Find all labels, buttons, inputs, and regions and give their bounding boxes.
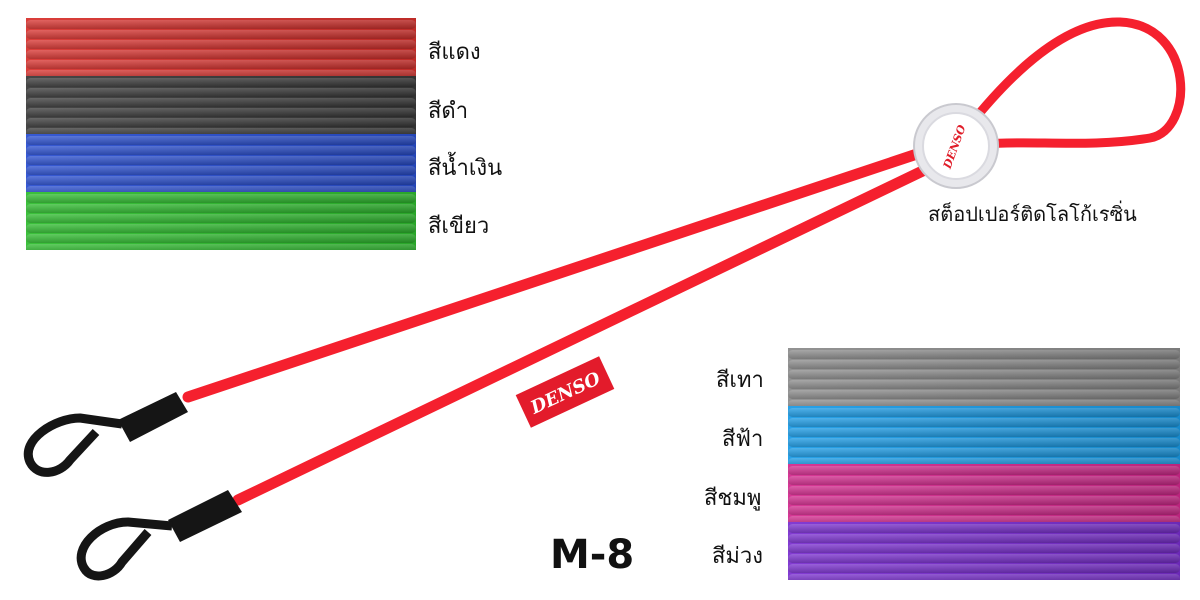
cord-coil-stripe [788, 496, 1180, 505]
cord-coil-stripe [26, 136, 416, 145]
swatch-purple [788, 522, 1180, 580]
cord-coil-stripe [788, 544, 1180, 553]
cord-coil-stripe [26, 214, 416, 223]
cord-strand-lower [232, 146, 968, 506]
cord-coil-stripe [788, 476, 1180, 485]
cord-coil-stripe [788, 486, 1180, 495]
cord-coil-stripe [26, 166, 416, 175]
cord-coil-stripe [26, 60, 416, 69]
color-label-red: สีแดง [428, 40, 481, 65]
cord-coil-stripe [26, 244, 416, 250]
cord-coil-stripe [788, 466, 1180, 475]
cord-coil-stripe [788, 400, 1180, 406]
swatch-red [26, 18, 416, 76]
cord-coil-stripe [26, 176, 416, 185]
cord-coil-stripe [788, 506, 1180, 515]
cord-loop [953, 17, 1186, 149]
hook-clip-icon [76, 490, 242, 581]
cord-coil-stripe [788, 390, 1180, 399]
cord-coil-stripe [788, 418, 1180, 427]
color-label-gray: สีเทา [716, 368, 764, 393]
model-code: M-8 [550, 532, 635, 578]
cord-coil-stripe [788, 360, 1180, 369]
cord-coil-stripe [26, 88, 416, 97]
cord-coil-stripe [788, 524, 1180, 533]
color-label-purple: สีม่วง [712, 544, 764, 569]
cord-coil-stripe [788, 516, 1180, 522]
swatch-gray [788, 348, 1180, 406]
color-label-sky-blue: สีฟ้า [722, 427, 764, 452]
cord-coil-stripe [26, 98, 416, 107]
cord-coil-stripe [26, 156, 416, 165]
swatch-pink [788, 464, 1180, 522]
cord-strand-upper [182, 137, 956, 403]
cord-coil-stripe [788, 380, 1180, 389]
cord-coil-stripe [788, 428, 1180, 437]
denso-tag: DENSO [515, 356, 615, 428]
cord-coil-stripe [788, 448, 1180, 457]
cord-coil-stripe [26, 50, 416, 59]
stopper-caption: สต็อปเปอร์ติดโลโก้เรซิ่น [928, 202, 1137, 226]
swatch-sky-blue [788, 406, 1180, 464]
swatch-blue [26, 134, 416, 192]
cord-coil-stripe [26, 40, 416, 49]
color-label-blue: สีน้ำเงิน [428, 156, 503, 181]
swatch-black [26, 76, 416, 134]
cord-coil-stripe [26, 118, 416, 127]
cord-coil-stripe [788, 408, 1180, 417]
cord-coil-stripe [788, 370, 1180, 379]
cord-coil-stripe [26, 186, 416, 192]
stopper-icon: DENSO [913, 103, 999, 189]
cord-coil-stripe [788, 458, 1180, 464]
color-label-pink: สีชมพู [704, 486, 762, 511]
cord-coil-stripe [26, 70, 416, 76]
color-label-green: สีเขียว [428, 214, 490, 239]
cord-coil-stripe [26, 30, 416, 39]
cord-coil-stripe [26, 78, 416, 87]
cord-coil-stripe [788, 438, 1180, 447]
cord-coil-stripe [26, 194, 416, 203]
cord-coil-stripe [26, 108, 416, 117]
cord-coil-stripe [26, 146, 416, 155]
cord-coil-stripe [26, 234, 416, 243]
cord-coil-stripe [788, 554, 1180, 563]
cord-coil-stripe [788, 534, 1180, 543]
cord-coil-stripe [26, 20, 416, 29]
cord-coil-stripe [788, 350, 1180, 359]
swatch-green [26, 192, 416, 250]
cord-coil-stripe [26, 224, 416, 233]
cord-coil-stripe [26, 128, 416, 134]
hook-clip-icon [23, 392, 188, 477]
color-label-black: สีดำ [428, 99, 469, 124]
cord-coil-stripe [788, 574, 1180, 580]
cord-coil-stripe [26, 204, 416, 213]
cord-coil-stripe [788, 564, 1180, 573]
